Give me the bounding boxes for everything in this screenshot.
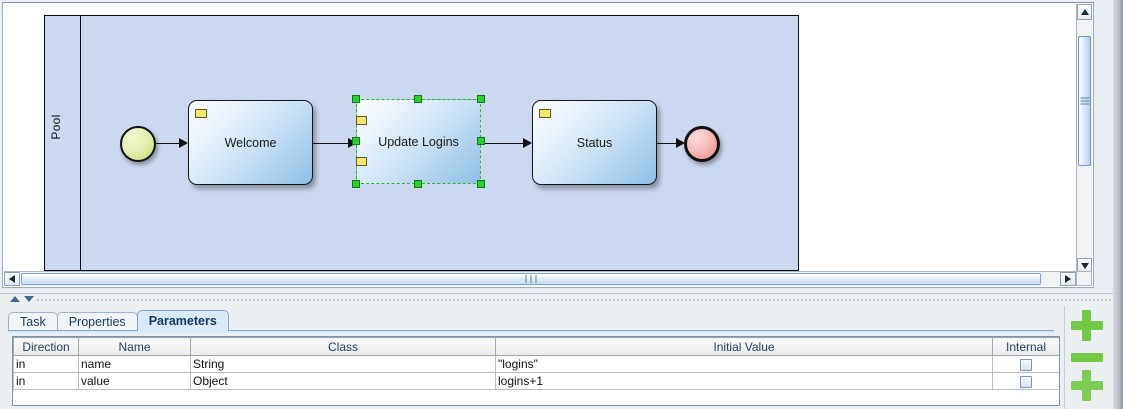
resize-handle-sw[interactable] — [352, 180, 360, 188]
table-row[interactable]: in name String "logins" — [13, 355, 1059, 373]
grip-icon — [524, 275, 539, 283]
diagram-editor-area: Pool Welcome — [2, 2, 1094, 288]
task-badge-icon — [356, 157, 367, 166]
parameters-table: Direction Name Class Initial Value Inter… — [13, 337, 1059, 390]
canvas-horizontal-scrollbar[interactable] — [4, 271, 1076, 286]
remove-parameter-button[interactable] — [1071, 342, 1103, 370]
cell-name[interactable]: name — [78, 355, 191, 373]
internal-checkbox[interactable] — [1020, 375, 1032, 388]
chevron-right-icon — [1065, 275, 1071, 283]
splitter-collapse-up-icon[interactable] — [10, 296, 20, 302]
column-header-direction[interactable]: Direction — [13, 337, 79, 356]
parameters-table-container[interactable]: Direction Name Class Initial Value Inter… — [12, 336, 1060, 406]
arrowhead-welcome — [179, 138, 188, 148]
column-header-initial-value[interactable]: Initial Value — [495, 337, 993, 356]
table-row[interactable]: in value Object logins+1 — [13, 372, 1059, 390]
task-node-update-logins[interactable]: Update Logins — [356, 99, 481, 184]
add-parameter-button[interactable] — [1071, 310, 1103, 341]
properties-panel: Task Properties Parameters Direction Nam… — [0, 305, 1123, 409]
connector-status-to-end[interactable] — [657, 143, 682, 144]
grip-icon — [1080, 96, 1089, 107]
task-badge-icon — [356, 116, 367, 125]
plus-icon — [1082, 310, 1091, 341]
panel-splitter[interactable] — [0, 293, 1123, 305]
task-badge-icon — [539, 109, 551, 118]
column-header-internal[interactable]: Internal — [992, 337, 1059, 356]
cell-initial-value[interactable]: logins+1 — [495, 372, 993, 390]
scroll-right-button[interactable] — [1060, 272, 1076, 286]
arrowhead-end — [676, 138, 685, 148]
task-node-status[interactable]: Status — [532, 100, 657, 185]
connector-update-to-status[interactable] — [481, 143, 526, 144]
task-node-welcome[interactable]: Welcome — [188, 100, 313, 185]
start-event-node[interactable] — [120, 126, 156, 162]
pool-label: Pool — [49, 114, 63, 140]
column-header-class[interactable]: Class — [190, 337, 496, 356]
internal-checkbox[interactable] — [1020, 358, 1032, 371]
cell-direction[interactable]: in — [13, 355, 79, 373]
vertical-scrollbar-thumb[interactable] — [1078, 36, 1091, 166]
scroll-down-button[interactable] — [1077, 258, 1092, 274]
parameter-actions-toolbar — [1064, 306, 1108, 409]
cell-name[interactable]: value — [78, 372, 191, 390]
resize-handle-ne[interactable] — [477, 95, 485, 103]
panel-tab-bar: Task Properties Parameters — [8, 310, 229, 331]
resize-handle-se[interactable] — [477, 180, 485, 188]
minus-icon — [1071, 353, 1103, 362]
column-header-name[interactable]: Name — [78, 337, 191, 356]
third-action-button[interactable] — [1071, 370, 1103, 401]
splitter-grip-icon — [36, 299, 1119, 301]
resize-handle-nw[interactable] — [352, 95, 360, 103]
horizontal-scrollbar-thumb[interactable] — [21, 273, 1041, 285]
table-header-row: Direction Name Class Initial Value Inter… — [13, 337, 1059, 356]
tab-underline — [8, 330, 1054, 333]
chevron-down-icon — [1080, 263, 1089, 269]
end-event-node[interactable] — [684, 126, 720, 162]
tab-properties[interactable]: Properties — [56, 312, 138, 331]
cell-direction[interactable]: in — [13, 372, 79, 390]
connector-start-to-welcome[interactable] — [156, 143, 182, 144]
tab-parameters[interactable]: Parameters — [136, 310, 229, 331]
canvas-vertical-scrollbar[interactable] — [1076, 4, 1092, 274]
resize-handle-n[interactable] — [414, 95, 422, 103]
resize-handle-s[interactable] — [414, 180, 422, 188]
cell-internal[interactable] — [992, 372, 1059, 390]
cell-class[interactable]: String — [190, 355, 496, 373]
scroll-up-button[interactable] — [1077, 4, 1092, 20]
task-badge-icon — [195, 109, 207, 118]
tab-task[interactable]: Task — [8, 312, 58, 331]
splitter-collapse-down-icon[interactable] — [24, 296, 34, 302]
diagram-canvas[interactable]: Pool Welcome — [4, 4, 1092, 274]
resize-handle-e[interactable] — [477, 137, 485, 145]
cell-class[interactable]: Object — [190, 372, 496, 390]
cell-internal[interactable] — [992, 355, 1059, 373]
arrowhead-status — [523, 138, 532, 148]
chevron-left-icon — [9, 275, 15, 283]
chevron-up-icon — [1080, 9, 1089, 15]
connector-welcome-to-update[interactable] — [313, 143, 351, 144]
scroll-left-button[interactable] — [4, 272, 20, 286]
cell-initial-value[interactable]: "logins" — [495, 355, 993, 373]
scrollbar-corner — [1076, 271, 1092, 286]
task-label: Welcome — [224, 135, 277, 150]
task-label: Status — [576, 135, 613, 150]
resize-handle-w[interactable] — [352, 137, 360, 145]
diagram-editor-frame: Pool Welcome — [2, 2, 1094, 288]
plus-icon — [1082, 370, 1091, 401]
window-right-edge — [1113, 0, 1123, 409]
pool-lane-separator — [80, 16, 81, 270]
task-label: Update Logins — [378, 134, 459, 149]
